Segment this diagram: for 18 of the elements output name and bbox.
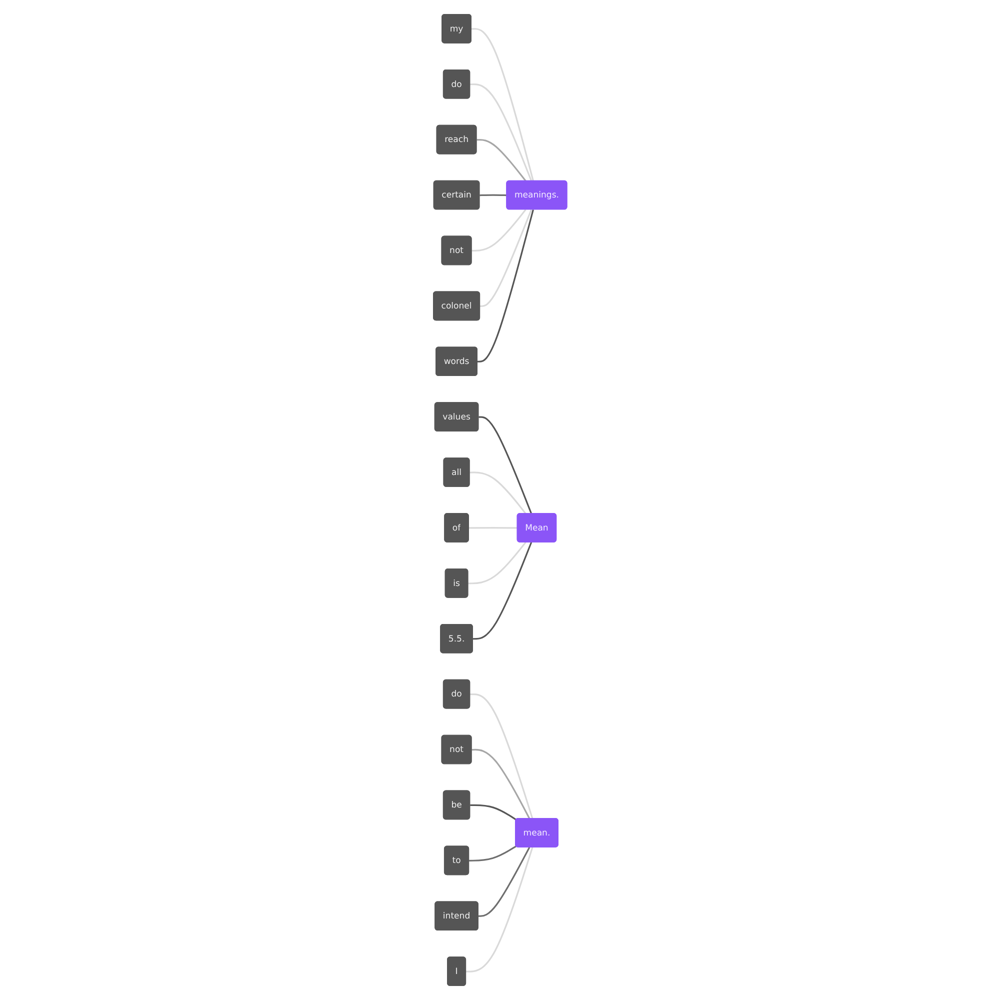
connector bbox=[470, 84, 532, 182]
connector bbox=[480, 209, 532, 307]
connector bbox=[468, 846, 516, 862]
connector bbox=[478, 846, 530, 917]
connector bbox=[471, 28, 534, 182]
connector bbox=[472, 209, 526, 252]
connector bbox=[468, 527, 518, 529]
connector bbox=[470, 472, 526, 514]
connector bbox=[472, 748, 530, 819]
connector bbox=[470, 694, 534, 819]
connector bbox=[480, 194, 507, 196]
connector bbox=[476, 139, 526, 182]
connector bbox=[470, 804, 516, 820]
connector bbox=[466, 847, 534, 972]
connector bbox=[477, 209, 534, 362]
connector bbox=[472, 542, 532, 640]
connector bbox=[468, 542, 526, 584]
connector bbox=[478, 416, 532, 514]
